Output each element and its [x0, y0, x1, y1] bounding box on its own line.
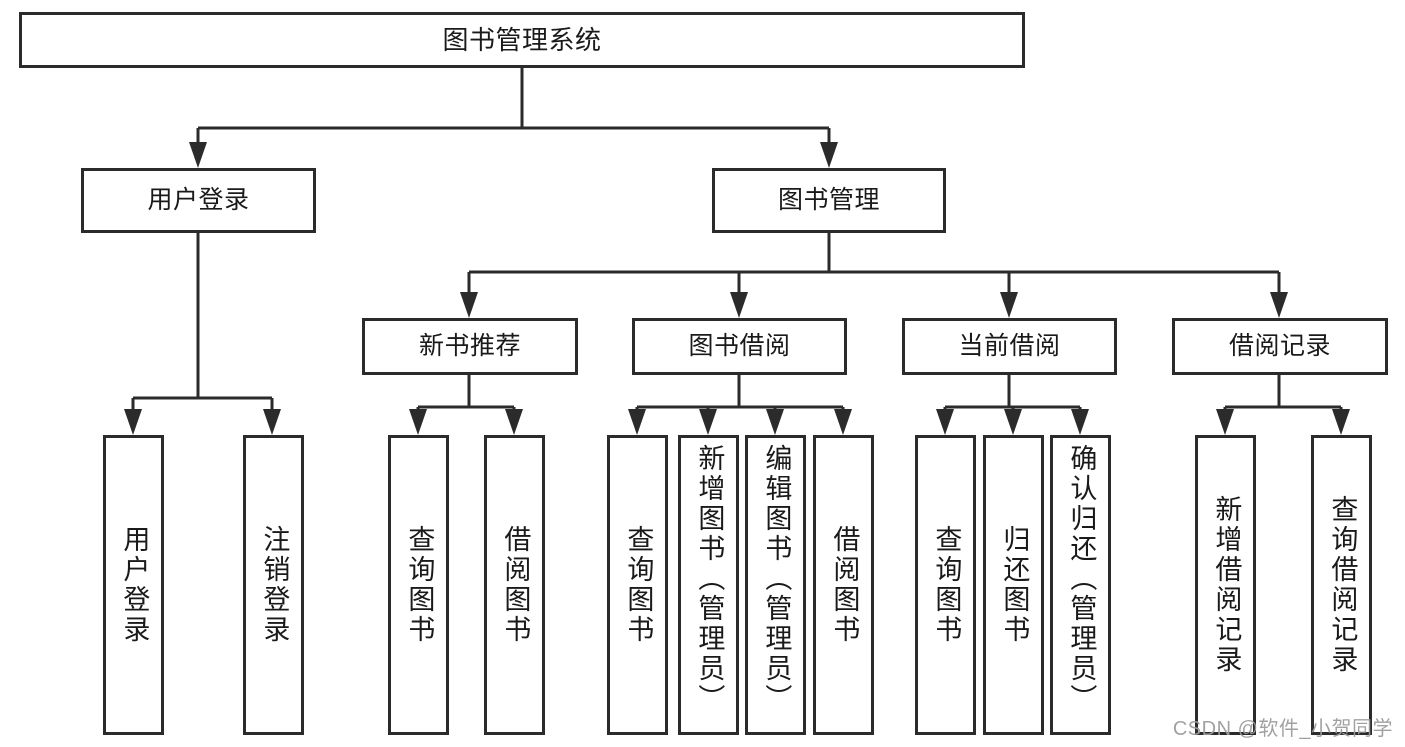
node-label: 新书推荐 — [418, 332, 521, 360]
arrow-to-leaf-borrow-1 — [505, 409, 523, 435]
leaf-add-book[interactable]: 新增图书（管理员） — [678, 435, 739, 735]
node-label: 图书管理系统 — [442, 25, 602, 55]
arrow-to-leaf-add-book — [699, 409, 717, 435]
arrow-to-borrow-record — [1270, 292, 1288, 318]
arrow-to-leaf-logout — [263, 409, 281, 435]
arrow-to-leaf-edit-book — [766, 409, 784, 435]
arrow-to-leaf-return-book — [1004, 409, 1022, 435]
leaf-confirm-return[interactable]: 确认归还（管理员） — [1050, 435, 1111, 735]
csdn-watermark: CSDN @软件_小贺同学 — [1172, 718, 1393, 740]
node-label: 新增图书（管理员） — [694, 444, 725, 714]
arrow-to-leaf-user-login — [124, 409, 142, 435]
leaf-borrow-book-2[interactable]: 借阅图书 — [813, 435, 874, 735]
node-label: 查询图书 — [404, 525, 435, 645]
node-user-login[interactable]: 用户登录 — [81, 168, 316, 233]
arrow-to-book-manage — [820, 142, 838, 168]
node-label: 查询图书 — [623, 525, 654, 645]
node-label: 用户登录 — [119, 525, 150, 645]
leaf-borrow-book-1[interactable]: 借阅图书 — [484, 435, 545, 735]
node-label: 借阅图书 — [500, 525, 531, 645]
arrow-to-leaf-query-1 — [409, 409, 427, 435]
node-borrow-record[interactable]: 借阅记录 — [1172, 318, 1388, 375]
arrow-to-leaf-borrow-2 — [834, 409, 852, 435]
leaf-add-record[interactable]: 新增借阅记录 — [1195, 435, 1256, 735]
node-book-borrow[interactable]: 图书借阅 — [632, 318, 847, 375]
node-label: 借阅记录 — [1228, 332, 1331, 360]
node-label: 注销登录 — [259, 525, 290, 645]
arrow-to-leaf-query-3 — [936, 409, 954, 435]
arrow-to-leaf-query-2 — [628, 409, 646, 435]
node-root-system[interactable]: 图书管理系统 — [19, 12, 1025, 68]
node-current-borrow[interactable]: 当前借阅 — [902, 318, 1117, 375]
node-new-book-recommend[interactable]: 新书推荐 — [362, 318, 578, 375]
arrow-to-new-book — [460, 292, 478, 318]
node-label: 查询图书 — [931, 525, 962, 645]
node-label: 图书管理 — [777, 186, 880, 214]
arrow-to-leaf-add-record — [1216, 409, 1234, 435]
node-label: 当前借阅 — [958, 332, 1061, 360]
node-label: 用户登录 — [147, 186, 250, 214]
node-label: 新增借阅记录 — [1211, 495, 1242, 675]
arrow-to-book-borrow — [730, 292, 748, 318]
arrow-to-current-borrow — [1000, 292, 1018, 318]
node-label: 图书借阅 — [688, 332, 791, 360]
node-label: 借阅图书 — [829, 525, 860, 645]
node-label: 确认归还（管理员） — [1066, 444, 1097, 714]
node-label: 归还图书 — [999, 525, 1030, 645]
arrow-to-leaf-confirm-return — [1071, 409, 1089, 435]
leaf-edit-book[interactable]: 编辑图书（管理员） — [745, 435, 806, 735]
arrow-to-leaf-query-record — [1332, 409, 1350, 435]
arrow-to-user-login — [189, 142, 207, 168]
leaf-return-book[interactable]: 归还图书 — [983, 435, 1044, 735]
leaf-query-book-1[interactable]: 查询图书 — [388, 435, 449, 735]
leaf-query-book-2[interactable]: 查询图书 — [607, 435, 668, 735]
node-label: 查询借阅记录 — [1327, 495, 1358, 675]
leaf-query-book-3[interactable]: 查询图书 — [915, 435, 976, 735]
node-label: 编辑图书（管理员） — [761, 444, 792, 714]
node-book-manage[interactable]: 图书管理 — [712, 168, 946, 233]
leaf-logout-login[interactable]: 注销登录 — [243, 435, 304, 735]
leaf-user-login[interactable]: 用户登录 — [103, 435, 164, 735]
leaf-query-record[interactable]: 查询借阅记录 — [1311, 435, 1372, 735]
